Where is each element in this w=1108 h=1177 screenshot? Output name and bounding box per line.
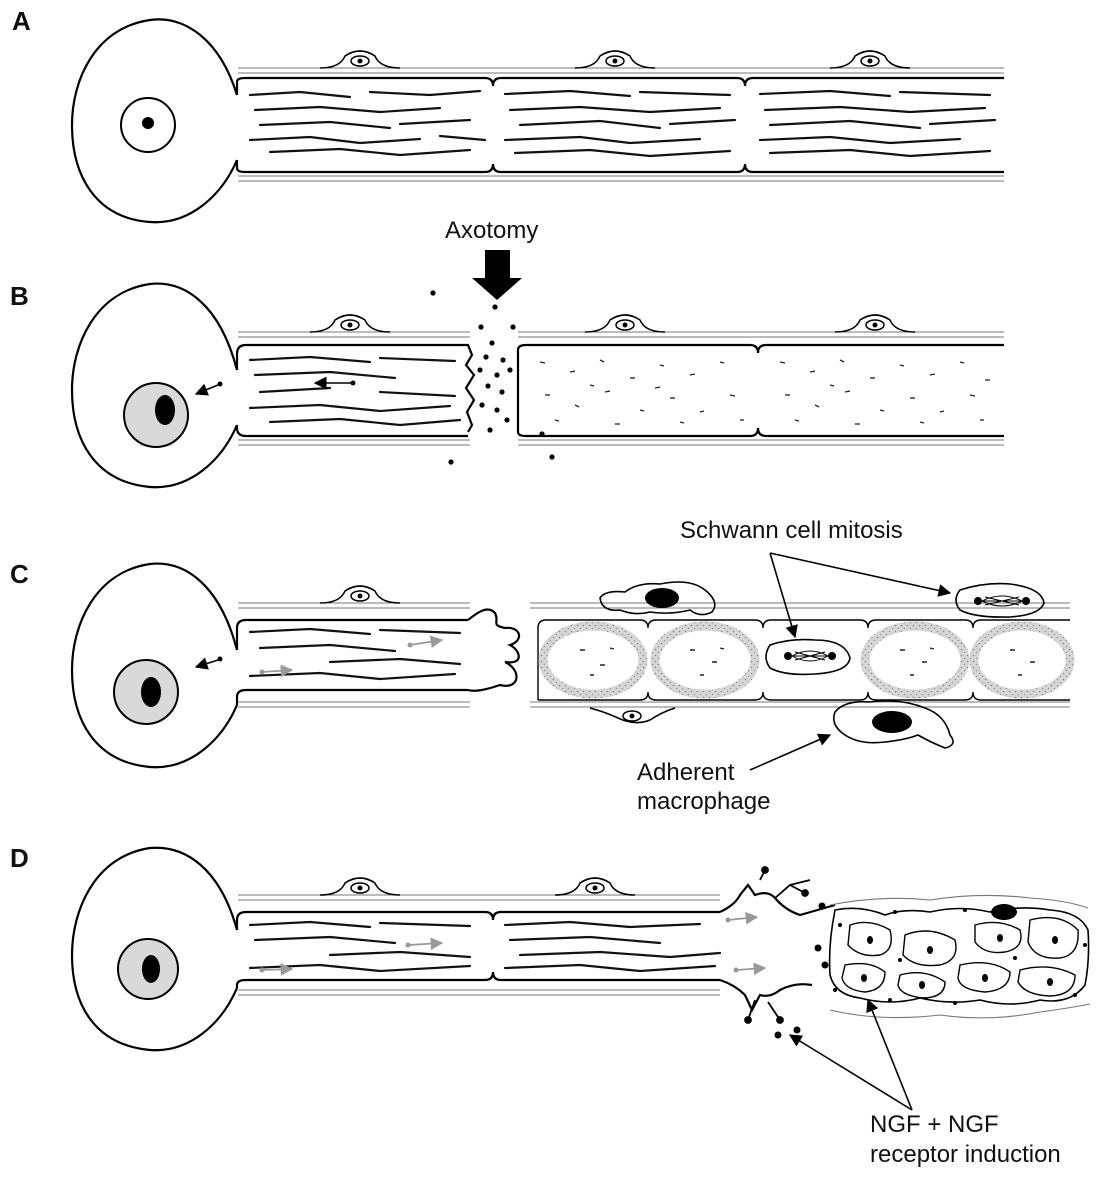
band-of-bungner bbox=[830, 895, 1090, 1017]
panel-a-letter: A bbox=[12, 6, 31, 36]
adherent-macrophage bbox=[834, 701, 953, 748]
schwann-cell bbox=[320, 586, 400, 603]
macrophage-pointer-arrow bbox=[750, 735, 830, 770]
panel-d: D bbox=[10, 843, 1090, 1168]
axotomy-arrow bbox=[472, 250, 522, 300]
schwann-cell bbox=[555, 878, 635, 895]
schwann-cell bbox=[590, 708, 675, 723]
schwann-cell bbox=[830, 51, 910, 68]
panel-d-letter: D bbox=[10, 843, 29, 873]
neurofilaments bbox=[250, 922, 720, 971]
degenerating-myelin-ovoid bbox=[655, 626, 755, 694]
proximal-axon-sprouting bbox=[237, 586, 519, 707]
ngf-pointer-arrow bbox=[790, 1035, 912, 1110]
schwann-cell bbox=[310, 315, 390, 332]
mitosis-pointer-arrow bbox=[770, 553, 950, 593]
sprouting-neurites bbox=[745, 867, 828, 1038]
panel-b-letter: B bbox=[10, 281, 29, 311]
schwann-cell bbox=[835, 315, 915, 332]
nucleolus bbox=[142, 955, 160, 983]
neuron-cell-body bbox=[72, 564, 237, 768]
neurofilaments bbox=[250, 357, 460, 425]
proximal-axon-stump bbox=[237, 315, 474, 445]
neuron-cell-body bbox=[72, 284, 237, 488]
distal-axon-degenerating bbox=[518, 315, 1004, 445]
regenerating-axon bbox=[237, 878, 835, 1010]
distal-stump-wallerian-degeneration bbox=[530, 603, 1070, 707]
panel-c: C bbox=[10, 517, 1070, 815]
mitotic-schwann-cell bbox=[956, 584, 1044, 618]
ngf-label-line1: NGF + NGF bbox=[870, 1111, 999, 1138]
growth-cone bbox=[468, 609, 519, 690]
macrophage-label-line2: macrophage bbox=[637, 788, 770, 815]
schwann-cell bbox=[320, 51, 400, 68]
degenerating-myelin-ovoid bbox=[974, 626, 1070, 694]
fragmented-neurofilaments bbox=[540, 360, 990, 424]
ngf-label-line2: receptor induction bbox=[870, 1141, 1061, 1168]
macrophage bbox=[600, 582, 715, 615]
panel-c-letter: C bbox=[10, 559, 29, 589]
neuron-cell-body bbox=[72, 19, 237, 222]
nucleolus bbox=[155, 395, 175, 425]
nucleolus bbox=[142, 117, 154, 129]
nucleolus bbox=[141, 677, 161, 707]
ngf-pointer-arrow bbox=[868, 1000, 912, 1110]
schwann-cell bbox=[320, 878, 400, 895]
schwann-cell bbox=[585, 315, 665, 332]
adherent-label-line1: Adherent bbox=[637, 759, 735, 786]
panel-a: A bbox=[12, 6, 1004, 222]
myelinated-axon bbox=[237, 51, 1004, 181]
mitotic-schwann-cell bbox=[766, 640, 850, 675]
degenerating-myelin-ovoid bbox=[543, 626, 643, 694]
schwann-cell-mitosis-label: Schwann cell mitosis bbox=[680, 517, 903, 544]
neuron-cell-body bbox=[72, 848, 237, 1050]
axotomy-label: Axotomy bbox=[445, 217, 538, 244]
mitosis-pointer-arrow bbox=[770, 553, 795, 637]
degenerating-myelin-ovoid bbox=[865, 626, 965, 694]
transport-arrows bbox=[260, 640, 443, 675]
schwann-cell bbox=[575, 51, 655, 68]
injury-debris bbox=[430, 290, 554, 464]
neurofilaments bbox=[250, 91, 995, 156]
panel-b: B Axotomy bbox=[10, 217, 1004, 487]
